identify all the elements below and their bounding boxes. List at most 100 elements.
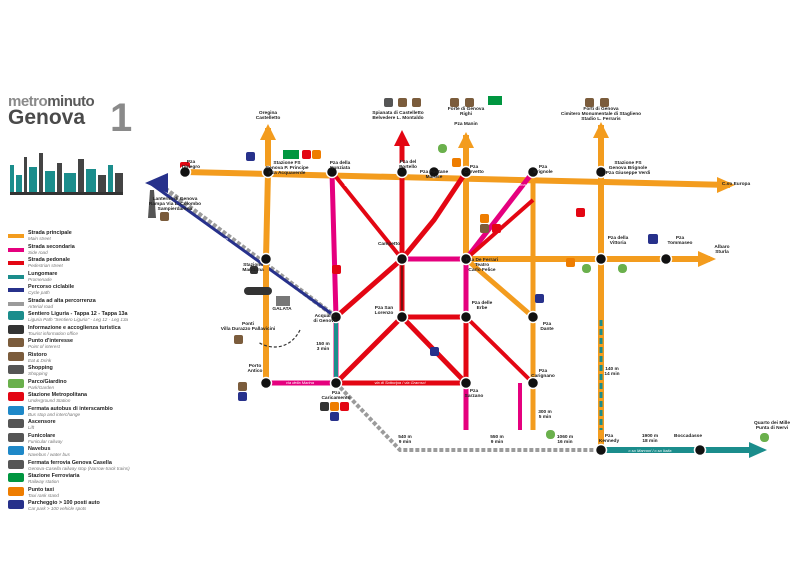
station-node[interactable]: Campetto xyxy=(395,252,409,266)
station-node[interactable]: Pza Dante xyxy=(526,310,540,324)
info-icon xyxy=(250,266,258,274)
map-label: Teatro xyxy=(475,262,489,268)
street-label: Lungomare Canepa xyxy=(192,236,228,241)
station-node[interactable]: Pza Dinegro xyxy=(178,165,192,179)
station-node[interactable]: Pza San Lorenzo xyxy=(395,310,409,324)
station-node[interactable]: Boccadasse xyxy=(693,443,707,457)
map-label: Punta di Nervi xyxy=(756,425,788,431)
arrow-castelletto-lift xyxy=(398,160,406,166)
main-street-diag xyxy=(464,257,535,319)
station-node[interactable]: Acquario di Genova xyxy=(329,310,343,324)
legend-sublabel: Arterial road xyxy=(28,303,54,309)
street-label: via Cairoli / via Garibaldi xyxy=(344,182,387,187)
park-icon xyxy=(582,264,591,273)
station-node[interactable]: Pza della Nunziata xyxy=(325,165,339,179)
legend-swatch xyxy=(8,500,24,509)
map-label: Erbe xyxy=(477,305,488,311)
street-label: salita S. Matteo xyxy=(420,249,448,254)
station-node[interactable]: Pza Corvetto xyxy=(459,165,473,179)
street-label: via della Marina xyxy=(286,380,315,385)
parking-icon xyxy=(430,347,439,356)
map-label: di Genova xyxy=(313,318,337,324)
legend-swatch xyxy=(8,405,24,415)
map-label: Pza xyxy=(605,433,614,439)
station-node[interactable]: Stazione FS Genova P. Principe Pza Acqua… xyxy=(261,165,275,179)
map-label: Pza Acquaverde xyxy=(269,170,306,176)
metro-icon xyxy=(302,150,311,159)
map-label: 550 m xyxy=(490,434,504,440)
station-node[interactable]: Pza del Portello xyxy=(395,165,409,179)
station-node[interactable]: Pza Carignano xyxy=(526,376,540,390)
legend-swatch xyxy=(8,274,24,279)
map-label: Portello xyxy=(399,164,417,170)
map-label: 150 m xyxy=(316,341,330,347)
station-node[interactable]: Pza delle Erbe xyxy=(459,310,473,324)
map-label: 140 m xyxy=(605,366,619,372)
legend-swatch xyxy=(8,459,24,469)
legend-swatch xyxy=(8,261,24,265)
map-label: Pza xyxy=(332,390,341,396)
map-label: Pza Giuseppe Verdi xyxy=(606,170,651,176)
legend-label: Stazione Ferroviaria xyxy=(28,473,80,479)
map-label: Spianata di Castelletto xyxy=(372,110,424,116)
legend-label: Strada principale xyxy=(28,230,72,236)
parking-icon xyxy=(535,294,544,303)
metro-icon xyxy=(332,265,341,274)
pedestrian-street xyxy=(464,315,535,385)
station-node[interactable]: Pza Sarzano xyxy=(459,376,473,390)
legend-label: Fermata ferrovia Genova Casella xyxy=(28,459,112,466)
legend-label: Shopping xyxy=(28,365,53,371)
legend-label: Navebus xyxy=(28,446,51,452)
map-label: Lorenzo xyxy=(375,310,394,316)
station-node[interactable]: Pza della Vittoria xyxy=(594,252,608,266)
station-node[interactable]: Stazione FS Genova Brignole Pza Giuseppe… xyxy=(594,165,608,179)
map-label: Nunziata xyxy=(330,165,350,171)
map-label: Dante xyxy=(540,326,554,332)
legend-swatch xyxy=(8,378,24,388)
map-label: Caricamento xyxy=(321,395,350,401)
legend-sublabel: Navebus / water bus xyxy=(28,452,70,457)
legend-sublabel: Park/Garden xyxy=(28,384,55,390)
legend-swatch xyxy=(8,351,24,361)
street-label: via XX Settembre / via Roma xyxy=(474,182,526,187)
station-node[interactable]: Pza Tommaseo xyxy=(659,252,673,266)
map-label: Lanterna di Genova xyxy=(153,196,198,202)
map-label: 14 min xyxy=(604,371,619,377)
map-label: Sturla xyxy=(715,249,729,255)
station-node[interactable]: Pza Kennedy xyxy=(594,443,608,457)
cycle-path xyxy=(149,181,337,319)
station-node[interactable]: Stazione Marittima xyxy=(259,252,273,266)
arterial-road xyxy=(334,381,601,452)
map-label: Dinegro xyxy=(182,164,200,170)
arrow-righi xyxy=(458,132,474,148)
map-label: Pza della xyxy=(608,235,629,241)
legend-label: Stazione Metropolitana xyxy=(28,392,88,398)
map-label: Cimitero Monumentale di Staglieno xyxy=(561,111,641,117)
legend-sublabel: Funicular railway xyxy=(28,438,63,444)
map-label: 5 min xyxy=(539,414,552,420)
pedestrian-street xyxy=(333,140,469,386)
station-node[interactable]: Pza De Ferrari Teatro Carlo Felice xyxy=(459,252,473,266)
legend-sublabel: Main street xyxy=(28,236,51,241)
legend-label: Strada secondaria xyxy=(28,243,75,250)
edition-number: 1 xyxy=(110,96,133,140)
map-label: Rampa Via L. Colombo xyxy=(149,201,201,207)
legend-label: Strada pedonale xyxy=(28,257,70,263)
station-node[interactable]: Pza Caricamento xyxy=(329,376,343,390)
station-node[interactable]: Pza Brignole xyxy=(526,165,540,179)
legend-swatch xyxy=(8,301,24,306)
map-label: Pza xyxy=(539,164,548,170)
map-label: 1900 m xyxy=(642,433,658,439)
station-node[interactable]: Porto Antico xyxy=(259,376,273,390)
map-label: Acquario xyxy=(315,313,336,319)
station-node[interactable]: Pza Fontane Marose xyxy=(427,165,441,179)
map-label: Pza xyxy=(470,164,479,170)
tower-icon xyxy=(276,296,290,306)
